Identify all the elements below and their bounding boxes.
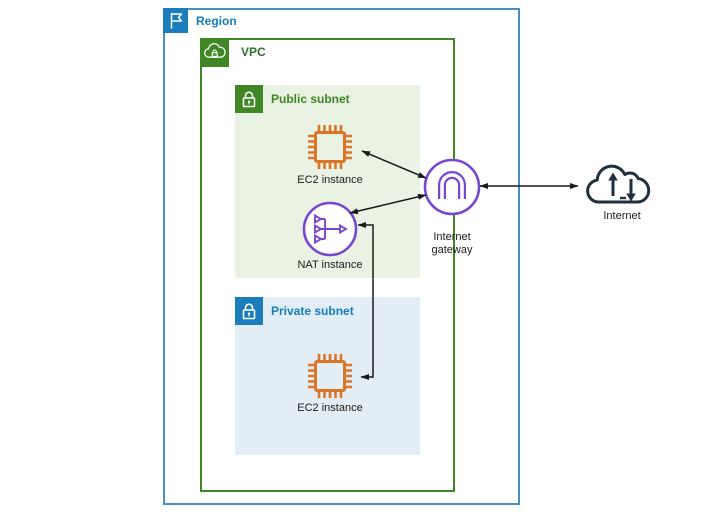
region-flag-icon [163, 8, 188, 33]
vpc-label: VPC [241, 45, 266, 59]
vpc-icon [200, 38, 229, 67]
region-container [163, 8, 520, 505]
private-subnet-lock-icon [235, 297, 263, 325]
internet-gateway-label-line2: gateway [431, 244, 473, 256]
internet-cloud-icon [586, 164, 651, 204]
public-subnet-lock-icon [235, 85, 263, 113]
nat-instance-label: NAT instance [297, 259, 363, 271]
ec2-public-label: EC2 instance [297, 174, 363, 186]
internet-gateway-label: Internet gateway [412, 231, 492, 257]
vpc-container [200, 38, 455, 492]
public-subnet-label: Public subnet [271, 92, 350, 106]
region-label: Region [196, 14, 237, 28]
internet-label: Internet [603, 210, 641, 222]
private-subnet-label: Private subnet [271, 304, 354, 318]
ec2-private-label: EC2 instance [297, 402, 363, 414]
internet-gateway-label-line1: Internet [433, 231, 471, 243]
